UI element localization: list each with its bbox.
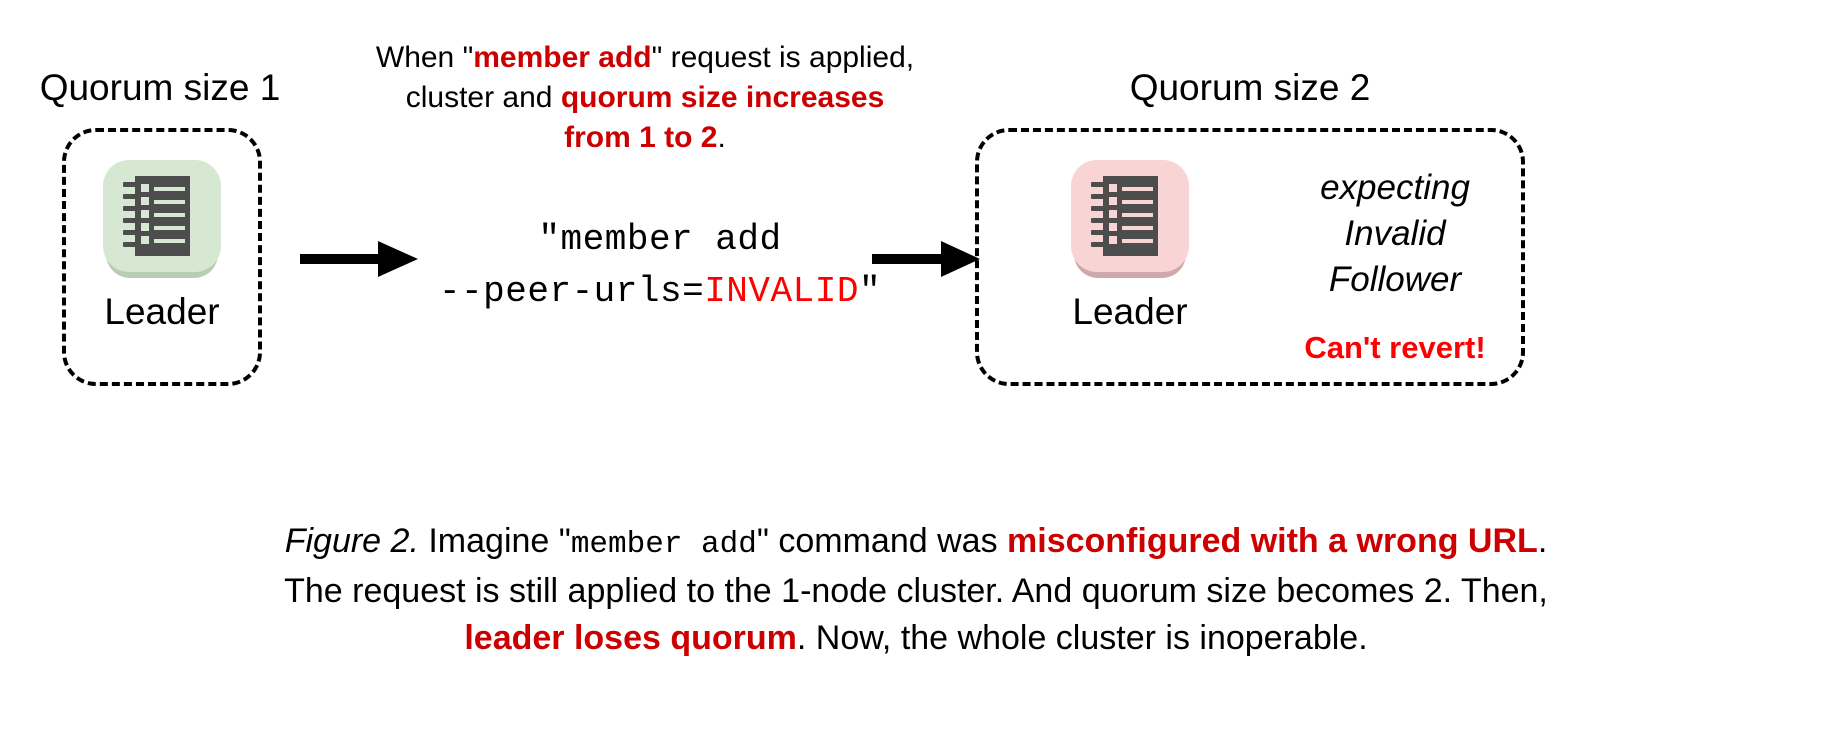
figure-caption: Figure 2. Imagine "member add" command w… [56,518,1776,662]
command-closing-quote: " [858,271,882,312]
top-note-l3b: from 1 to 2 [564,121,718,154]
command-line-2: --peer-urls=INVALID" [420,266,900,318]
ledger-icon [1071,160,1189,278]
right-node-box [975,128,1525,386]
top-note-l1c: " request is applied, [651,41,915,74]
left-node-box [62,128,262,386]
top-explanation: When "member add" request is applied, cl… [355,38,935,158]
status-note-line3: Follower [1328,260,1462,299]
caption-figure-label: Figure 2. [284,522,419,560]
right-node-status-note: expecting Invalid Follower [1260,165,1530,303]
caption-l1b: " command was [756,522,1008,560]
top-note-l2a: cluster and [405,81,561,114]
top-note-l1a: When " [375,41,474,74]
caption-l1a: Imagine " [418,522,571,560]
cannot-revert-warning: Can't revert! [1304,330,1486,365]
top-explanation-line2: cluster and quorum size increases [355,78,935,118]
status-note-line2: Invalid [1344,214,1446,253]
caption-line-2: The request is still applied to the 1-no… [284,572,1548,610]
right-node-label: Leader [1072,291,1188,332]
right-node-title: Quorum size 2 [1129,67,1371,108]
command-flag: --peer-urls= [438,271,705,312]
top-note-l3c: . [717,121,726,154]
arrow-right-icon-right [872,235,982,288]
command-line-1: "member add [538,219,782,260]
caption-l1c: . [1537,522,1548,560]
left-node-label: Leader [104,291,220,332]
command-text: "member add --peer-urls=INVALID" [420,214,900,318]
right-node-inner: Leader [1030,160,1230,334]
caption-l3b: . Now, the whole cluster is inoperable. [796,619,1368,657]
caption-line-3: leader loses quorum. Now, the whole clus… [56,615,1776,662]
left-node-inner: Leader [62,160,262,334]
caption-l3-highlight: leader loses quorum [464,619,797,657]
caption-line-1: Figure 2. Imagine "member add" command w… [56,518,1776,568]
caption-l1-highlight: misconfigured with a wrong URL [1007,522,1538,560]
top-note-l1b: member add [473,41,652,74]
ledger-icon [103,160,221,278]
top-note-l2b: quorum size increases [560,81,885,114]
top-explanation-line1: When "member add" request is applied, [355,38,935,78]
status-note-line1: expecting [1320,168,1470,207]
left-node-title: Quorum size 1 [39,67,281,108]
top-explanation-line3: from 1 to 2. [355,118,935,158]
caption-command: member add [570,527,757,562]
arrow-right-icon-left [300,235,420,288]
command-invalid-value: INVALID [704,271,859,312]
